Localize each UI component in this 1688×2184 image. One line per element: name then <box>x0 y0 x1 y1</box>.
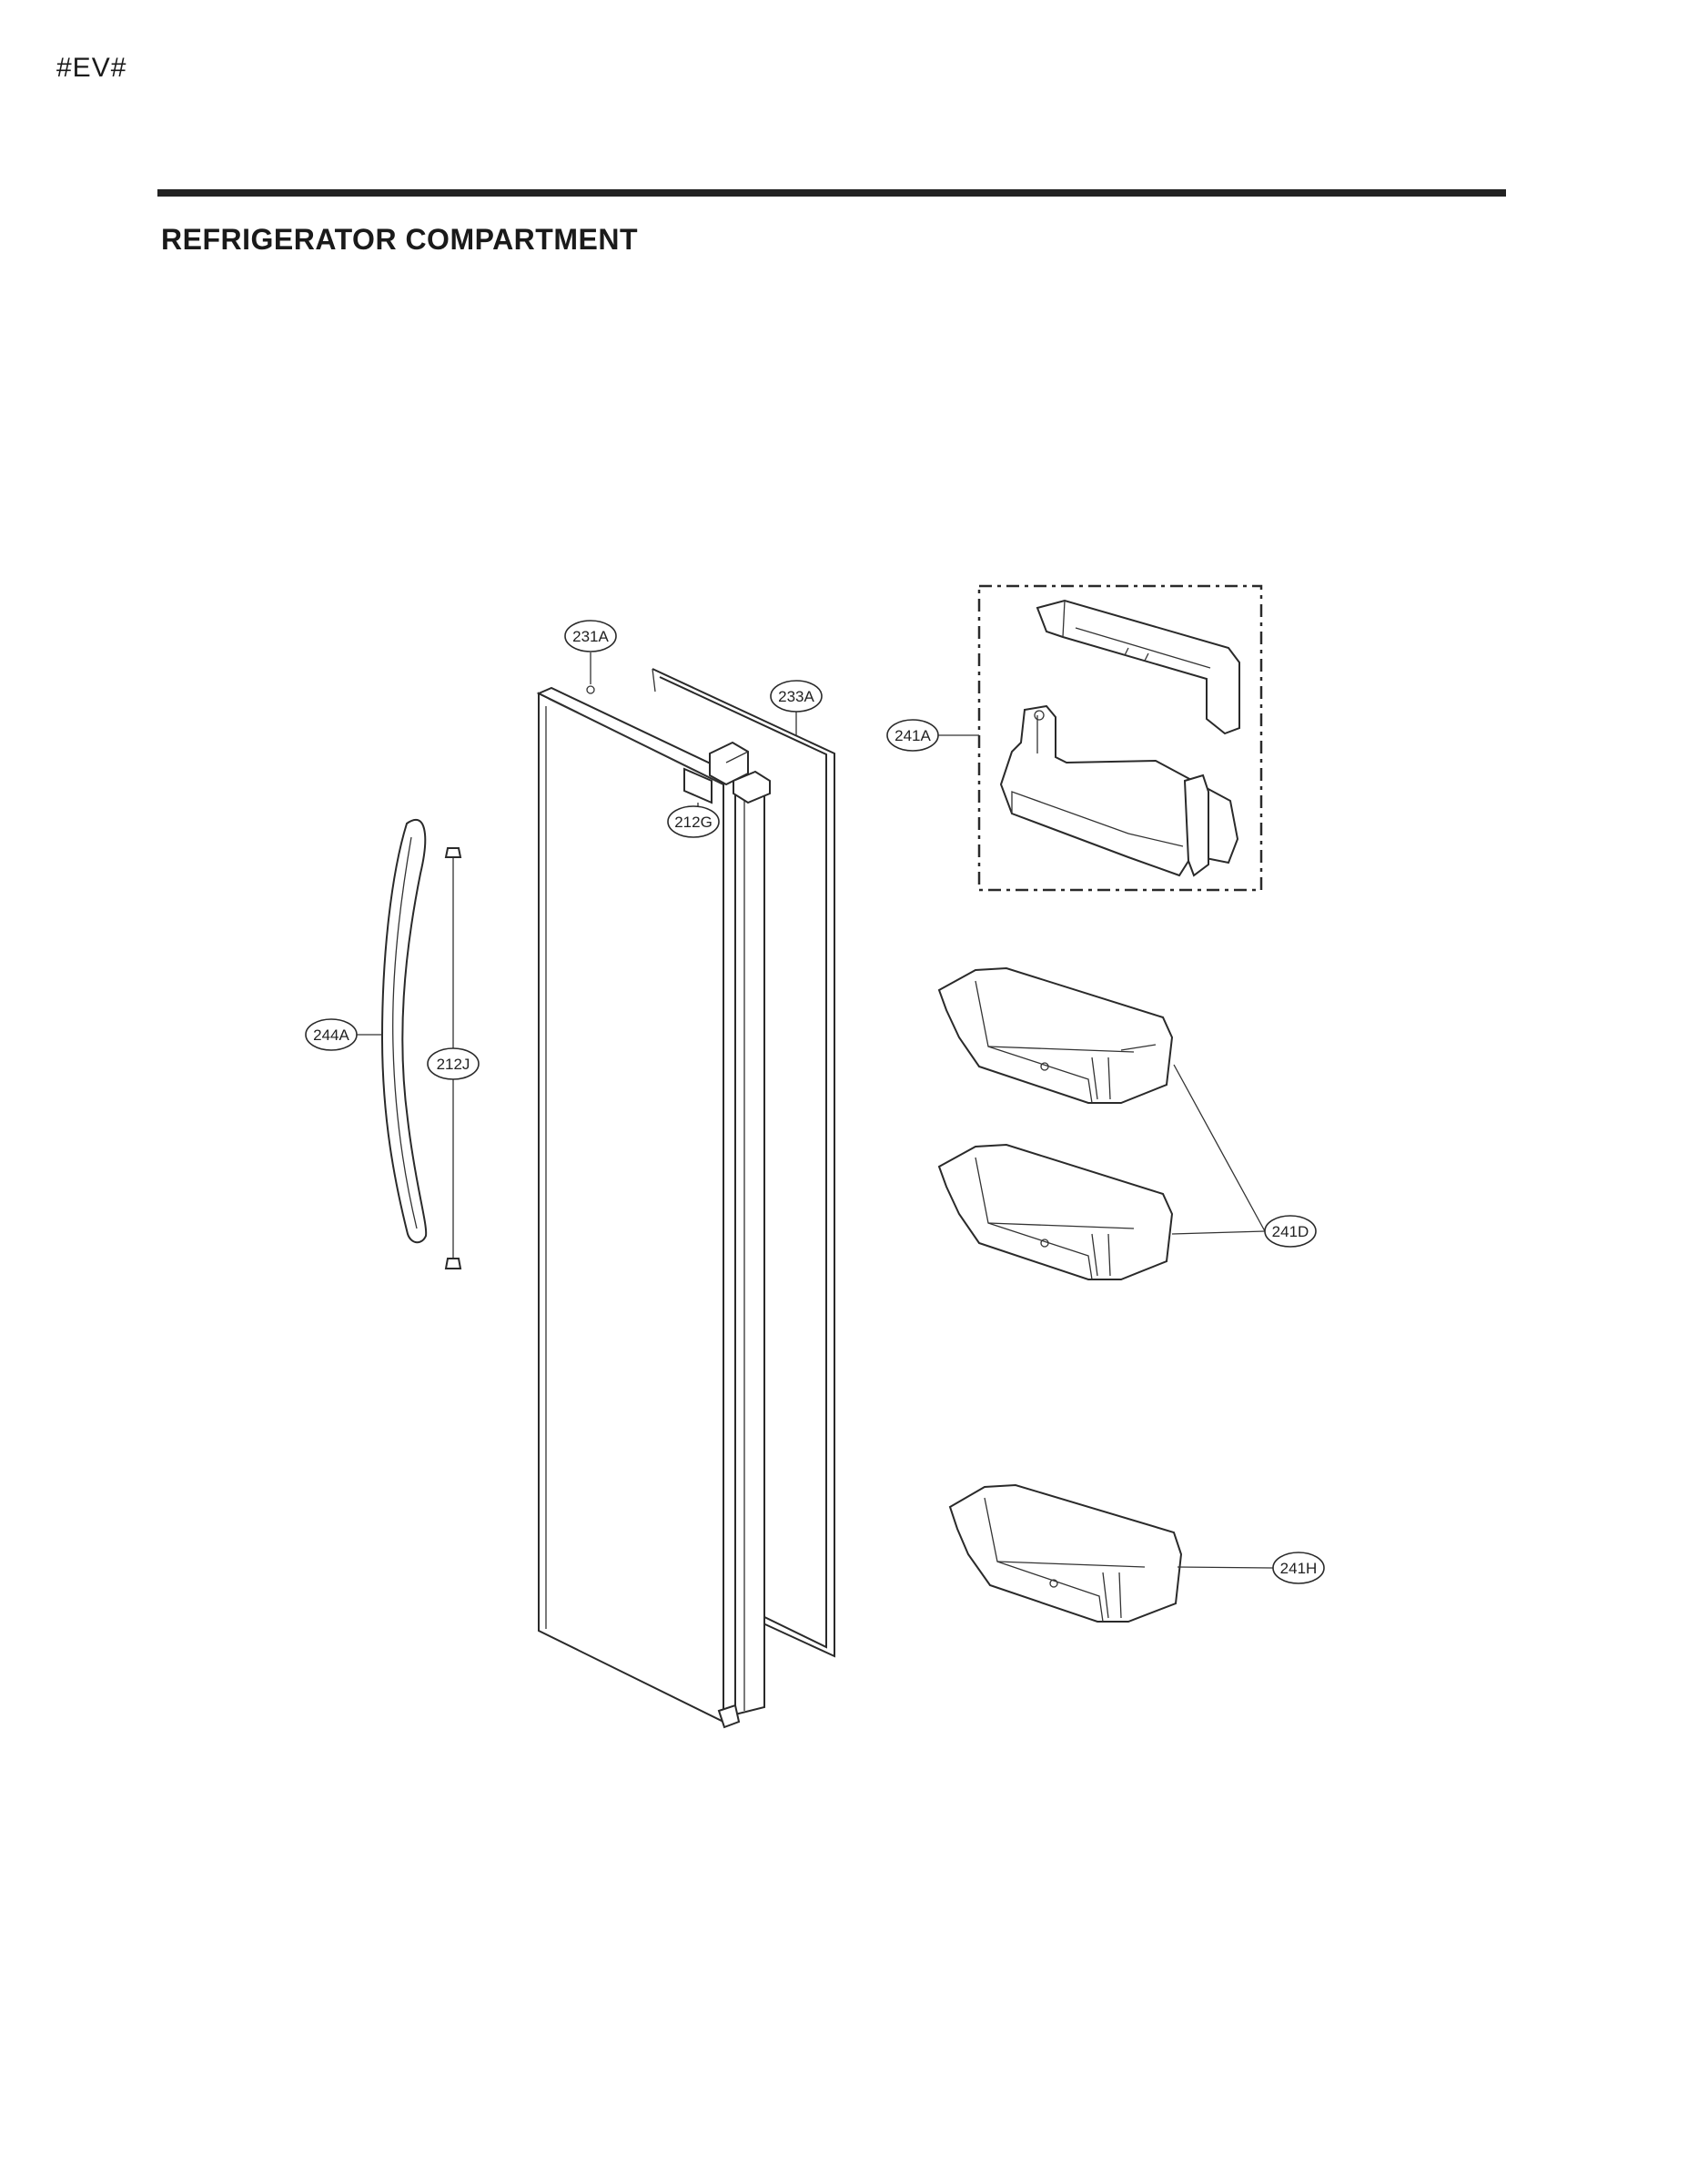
svg-text:241A: 241A <box>895 727 931 744</box>
door-bin-lower <box>948 1483 1183 1623</box>
callout-212G: 212G <box>667 805 720 838</box>
callout-241A: 241A <box>886 719 939 752</box>
door-bin-middle <box>937 1143 1174 1280</box>
svg-text:212J: 212J <box>437 1056 470 1073</box>
callout-241H: 241H <box>1272 1552 1325 1584</box>
callout-212J: 212J <box>427 1047 480 1080</box>
basket-assembly-box <box>977 584 1263 892</box>
svg-text:231A: 231A <box>572 628 609 645</box>
page-code: #EV# <box>56 53 127 83</box>
header-rule <box>157 189 1506 197</box>
door-gasket <box>652 668 835 1658</box>
callout-231A: 231A <box>564 620 617 652</box>
callout-233A: 233A <box>770 680 823 713</box>
door-handle <box>380 818 428 1244</box>
svg-text:244A: 244A <box>313 1026 349 1044</box>
callout-241D: 241D <box>1264 1215 1317 1248</box>
svg-text:241D: 241D <box>1272 1223 1309 1240</box>
door-bin-upper <box>937 966 1174 1104</box>
section-title: REFRIGERATOR COMPARTMENT <box>161 223 638 256</box>
svg-text:233A: 233A <box>778 688 814 705</box>
refrigerator-door <box>536 685 771 1729</box>
svg-text:212G: 212G <box>674 814 713 831</box>
callout-244A: 244A <box>305 1018 358 1051</box>
svg-text:241H: 241H <box>1280 1560 1318 1577</box>
